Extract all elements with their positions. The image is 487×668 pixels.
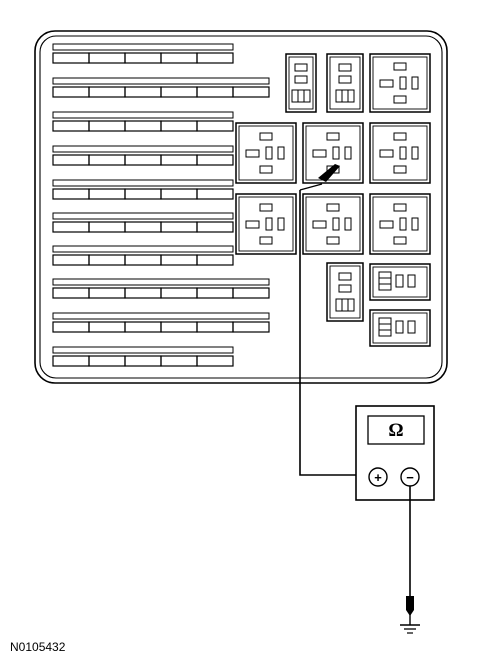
- fuse: [160, 287, 198, 299]
- fuse: [232, 287, 270, 299]
- fuse: [232, 321, 270, 333]
- fuse-rows: [52, 43, 270, 367]
- mini-relay-1: [285, 53, 317, 113]
- probe-wire: [299, 183, 323, 191]
- fuse: [124, 188, 162, 200]
- fuse: [196, 254, 234, 266]
- fuse-box-inner: [39, 35, 443, 379]
- fuse: [124, 52, 162, 64]
- fuse: [88, 188, 126, 200]
- fuse: [196, 86, 234, 98]
- fuse: [232, 86, 270, 98]
- fuse: [124, 120, 162, 132]
- fuse: [196, 154, 234, 166]
- fuse: [88, 321, 126, 333]
- fuse: [196, 287, 234, 299]
- relay-mid-left: [235, 122, 297, 184]
- positive-test-lead: [299, 164, 365, 476]
- fuse: [160, 188, 198, 200]
- fuse: [196, 120, 234, 132]
- fuse: [52, 52, 90, 64]
- fuse: [88, 86, 126, 98]
- negative-terminal-label: −: [406, 470, 414, 485]
- fuse: [52, 321, 90, 333]
- fuse: [52, 287, 90, 299]
- meter-display: [367, 415, 425, 445]
- fuse: [88, 355, 126, 367]
- fuse: [196, 221, 234, 233]
- fuse: [88, 154, 126, 166]
- fuse-box-outer: [34, 30, 448, 384]
- fuse: [160, 221, 198, 233]
- fuse-row: [52, 312, 270, 333]
- fuse: [196, 52, 234, 64]
- multimeter: Ω + −: [355, 405, 435, 501]
- fuse: [88, 287, 126, 299]
- relay-lower-center: [302, 193, 364, 255]
- mini-relay-2: [326, 53, 364, 113]
- fuse: [196, 321, 234, 333]
- fuse: [160, 321, 198, 333]
- relay-top-right: [369, 53, 431, 113]
- fuse: [124, 355, 162, 367]
- relay-lower-right: [369, 193, 431, 255]
- fuse: [124, 86, 162, 98]
- probe-tip: [318, 164, 340, 182]
- fuse: [52, 188, 90, 200]
- fuse-row: [52, 43, 234, 64]
- fuse-row: [52, 145, 234, 166]
- fuse-row: [52, 179, 234, 200]
- fuse: [52, 221, 90, 233]
- positive-terminal: [368, 467, 388, 487]
- fuse: [52, 154, 90, 166]
- ohm-symbol: Ω: [388, 420, 403, 441]
- ground-icon: [400, 624, 420, 634]
- fuse: [88, 120, 126, 132]
- fuse: [88, 221, 126, 233]
- fuse: [196, 188, 234, 200]
- fuse: [52, 120, 90, 132]
- figure-id: N0105432: [10, 640, 66, 654]
- fuse-row: [52, 278, 270, 299]
- fuse: [160, 355, 198, 367]
- mini-relay-4: [369, 263, 431, 301]
- fuse: [160, 120, 198, 132]
- negative-test-lead: [406, 486, 414, 625]
- fuse: [160, 86, 198, 98]
- mini-relay-3: [326, 262, 364, 322]
- fuse: [196, 355, 234, 367]
- fuse: [124, 254, 162, 266]
- fuse: [88, 52, 126, 64]
- fuse: [52, 254, 90, 266]
- fuse-row: [52, 346, 234, 367]
- fuse: [160, 254, 198, 266]
- relay-lower-left: [235, 193, 297, 255]
- fuse: [160, 154, 198, 166]
- relay-mid-right: [369, 122, 431, 184]
- mini-relay-5: [369, 309, 431, 347]
- fuse-row: [52, 212, 234, 233]
- fuse-row: [52, 111, 234, 132]
- fuse: [124, 287, 162, 299]
- fuse: [160, 52, 198, 64]
- fuse: [52, 86, 90, 98]
- relays: [235, 53, 431, 347]
- relay-mid-center: [302, 122, 364, 184]
- fuse-row: [52, 77, 270, 98]
- ground-probe-tip: [406, 596, 414, 616]
- fuse-box: [34, 30, 448, 384]
- fuse: [52, 355, 90, 367]
- fuse: [124, 221, 162, 233]
- fuse: [88, 254, 126, 266]
- fuse-row: [52, 245, 234, 266]
- positive-lead-wire: [299, 190, 365, 476]
- positive-terminal-label: +: [374, 470, 382, 485]
- fuse: [124, 154, 162, 166]
- fuse: [124, 321, 162, 333]
